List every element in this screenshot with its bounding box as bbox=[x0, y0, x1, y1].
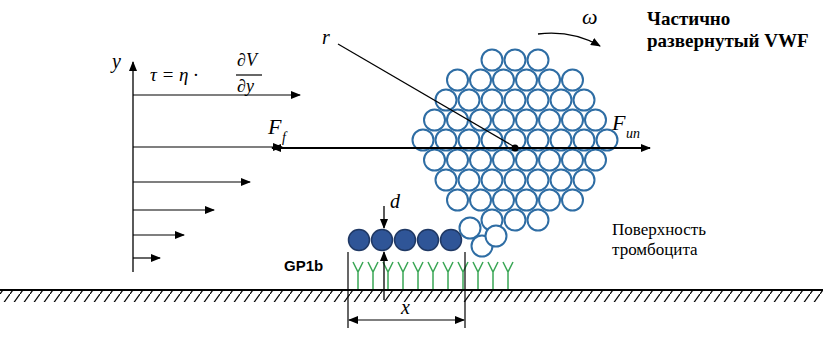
ground-line bbox=[0, 289, 823, 291]
formula-denominator-box: ∂y bbox=[237, 76, 254, 97]
gp1b-receptors bbox=[353, 262, 513, 289]
radius-label-box: r bbox=[322, 26, 330, 49]
omega-label: ω bbox=[582, 4, 598, 29]
surface-label: Поверхность тромбоцита bbox=[612, 220, 747, 259]
vwf-title: Частично развернутый VWF bbox=[647, 8, 819, 52]
force-subscript-box: un bbox=[626, 124, 640, 142]
x-dimension bbox=[348, 252, 465, 328]
vwf-title-box: Частично развернутый VWF bbox=[647, 8, 819, 52]
force-label: F bbox=[268, 114, 281, 139]
force-label-box: F bbox=[612, 110, 625, 135]
formula-numerator-box: ∂V bbox=[237, 50, 257, 71]
radius-line bbox=[338, 44, 513, 146]
formula-text: τ = η · bbox=[150, 64, 198, 86]
radius-label: r bbox=[322, 26, 330, 49]
x-label: x bbox=[401, 296, 410, 319]
axis-label: y bbox=[112, 50, 121, 73]
force-subscript: un bbox=[626, 126, 640, 142]
gp1b-label-box: GP1b bbox=[284, 257, 323, 275]
formula-text-box: τ = η · bbox=[150, 64, 198, 86]
force-label: F bbox=[612, 110, 625, 135]
surface-label-box: Поверхность тромбоцита bbox=[612, 220, 747, 259]
center-dot bbox=[512, 145, 519, 152]
vwf-globule bbox=[413, 50, 618, 257]
force-label-box: F bbox=[268, 114, 281, 139]
x-label-box: x bbox=[401, 296, 410, 319]
formula-denominator: ∂y bbox=[237, 76, 254, 97]
rotation-arrow bbox=[538, 33, 600, 46]
ground-hatch bbox=[0, 290, 823, 302]
force-subscript-box: f bbox=[282, 128, 286, 146]
fraction-bar bbox=[236, 74, 262, 75]
d-label: d bbox=[390, 190, 400, 213]
d-label-box: d bbox=[390, 190, 400, 213]
d-arrow-top bbox=[383, 206, 384, 228]
force-subscript: f bbox=[282, 130, 286, 146]
unfolded-chain bbox=[349, 230, 462, 251]
gp1b-label: GP1b bbox=[284, 257, 323, 274]
omega-label-box: ω bbox=[582, 4, 598, 29]
formula-numerator: ∂V bbox=[237, 50, 257, 71]
d-arrow-bottom bbox=[383, 252, 384, 300]
axis-label-box: y bbox=[112, 50, 121, 73]
force-arrows bbox=[272, 147, 650, 149]
y-axis bbox=[132, 62, 133, 272]
velocity-profile bbox=[133, 95, 300, 258]
